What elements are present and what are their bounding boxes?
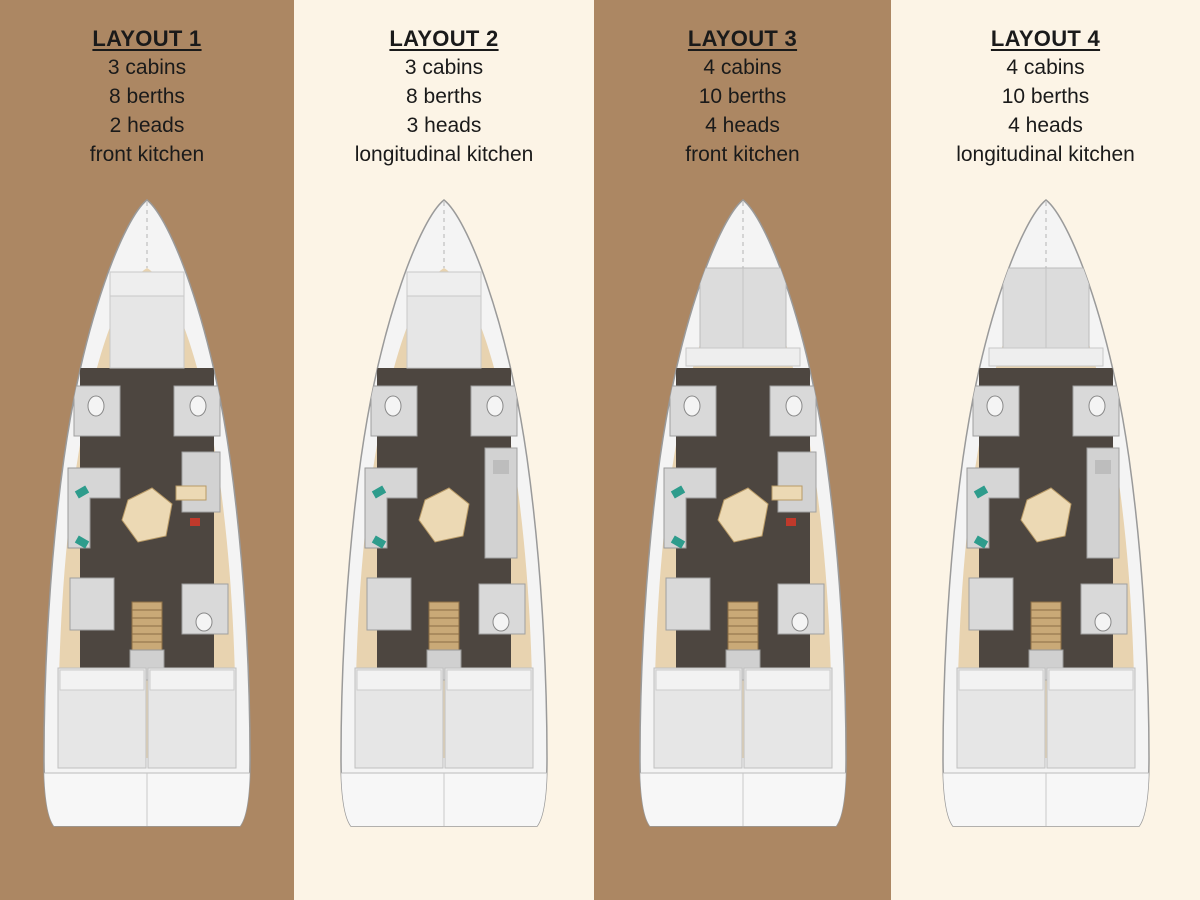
cabins-count: 3 cabins <box>107 56 187 79</box>
layout-column-4: LAYOUT 4 4 cabins 10 berths 4 heads long… <box>891 0 1200 900</box>
layout-heading-3: LAYOUT 3 4 cabins 10 berths 4 heads fron… <box>594 24 891 169</box>
berths-count: 8 berths <box>109 85 185 108</box>
berths-count: 10 berths <box>698 85 787 108</box>
berths-count: 10 berths <box>1001 85 1090 108</box>
heads-count: 2 heads <box>109 114 185 137</box>
layout-heading-2: LAYOUT 2 3 cabins 8 berths 3 heads longi… <box>294 24 594 169</box>
layout-title: LAYOUT 3 <box>687 26 798 51</box>
cabins-count: 3 cabins <box>404 56 484 79</box>
cabins-count: 4 cabins <box>1006 56 1085 79</box>
cabins-count: 4 cabins <box>703 56 782 79</box>
layout-column-1: LAYOUT 1 3 cabins 8 berths 2 heads front… <box>0 0 294 900</box>
layout-column-2: LAYOUT 2 3 cabins 8 berths 3 heads longi… <box>294 0 594 900</box>
berths-count: 8 berths <box>406 85 482 108</box>
boat-floorplan-icon <box>891 198 1200 830</box>
layout-title: LAYOUT 4 <box>990 26 1101 51</box>
layout-heading-1: LAYOUT 1 3 cabins 8 berths 2 heads front… <box>0 24 294 169</box>
boat-floorplan-icon <box>294 198 594 830</box>
kitchen-type: front kitchen <box>685 143 800 166</box>
layout-heading-4: LAYOUT 4 4 cabins 10 berths 4 heads long… <box>891 24 1200 169</box>
layout-title: LAYOUT 2 <box>389 26 499 51</box>
heads-count: 4 heads <box>1008 114 1083 137</box>
kitchen-type: longitudinal kitchen <box>956 143 1135 166</box>
heads-count: 4 heads <box>705 114 780 137</box>
heads-count: 3 heads <box>406 114 482 137</box>
layout-column-3: LAYOUT 3 4 cabins 10 berths 4 heads fron… <box>594 0 891 900</box>
boat-floorplan-icon <box>594 198 891 830</box>
kitchen-type: longitudinal kitchen <box>354 143 534 166</box>
boat-floorplan-icon <box>0 198 294 830</box>
kitchen-type: front kitchen <box>89 143 205 166</box>
layout-title: LAYOUT 1 <box>92 26 202 51</box>
